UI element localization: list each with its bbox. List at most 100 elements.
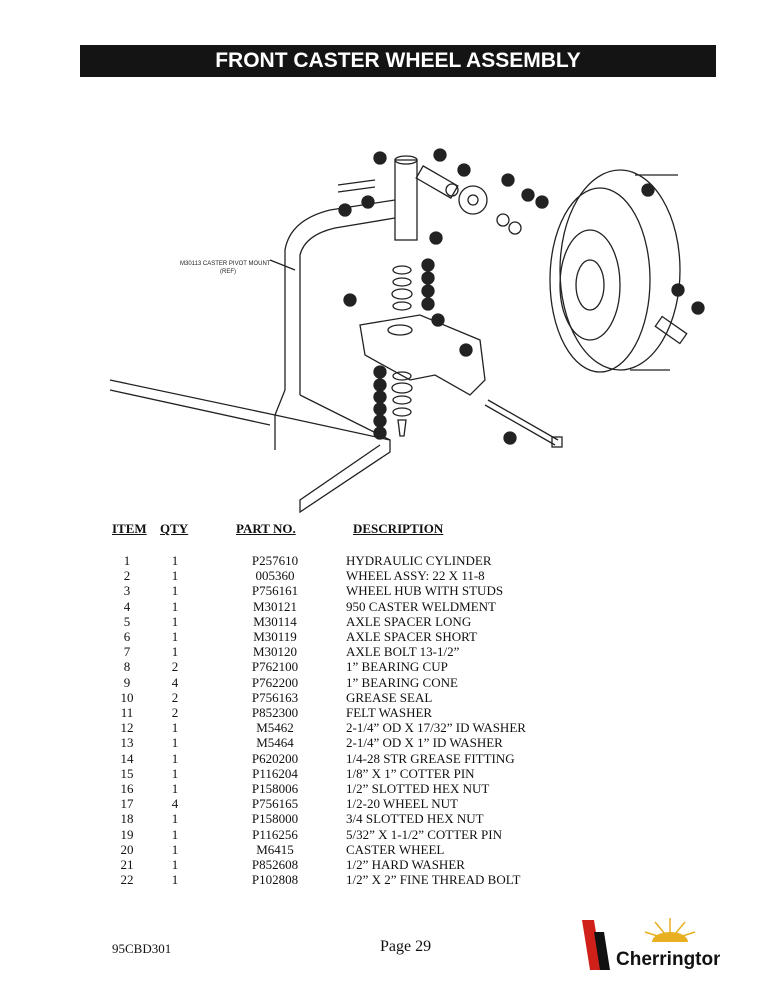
axle-spacer-short [654, 315, 688, 345]
item-number: 5 [123, 613, 131, 629]
description: AXLE BOLT 13-1/2” [346, 644, 460, 660]
item-number: 15 [120, 765, 134, 781]
item-number: 17 [120, 796, 134, 812]
quantity: 1 [171, 750, 179, 766]
description: 2-1/4” OD X 17/32” ID WASHER [346, 720, 526, 736]
description: 1/2” HARD WASHER [346, 857, 465, 872]
description: AXLE SPACER SHORT [346, 629, 477, 644]
part-number: M30114 [253, 613, 297, 629]
description: AXLE SPACER LONG [346, 613, 472, 629]
quantity: 2 [171, 705, 179, 720]
quantity: 1 [171, 872, 179, 888]
item-number: 10 [120, 689, 134, 705]
quantity: 1 [171, 553, 179, 568]
quantity: 1 [171, 826, 179, 842]
item-number: 6 [123, 629, 131, 644]
quantity: 1 [171, 568, 179, 584]
item-number: 1 [123, 553, 131, 568]
quantity: 1 [171, 735, 179, 751]
washer-stack [391, 265, 413, 437]
wheel-hub [458, 185, 488, 215]
svg-text:18: 18 [377, 419, 384, 425]
exploded-assembly-diagram: M30113 CASTER PIVOT MOUNT (REF) 1 5 13 3… [109, 148, 705, 514]
quantity: 2 [171, 689, 179, 705]
description: WHEEL HUB WITH STUDS [346, 583, 504, 599]
svg-text:12: 12 [377, 407, 384, 413]
svg-text:9: 9 [426, 302, 430, 308]
svg-text:11: 11 [377, 395, 384, 401]
svg-text:5: 5 [378, 370, 382, 376]
svg-text:20: 20 [342, 208, 349, 214]
quantity: 1 [171, 857, 179, 872]
part-number: P762100 [251, 659, 299, 675]
quantity: 1 [171, 841, 179, 857]
description: CASTER WHEEL [346, 841, 445, 857]
svg-text:12: 12 [425, 263, 432, 269]
header-qty: QTY [160, 521, 189, 536]
frame-arm [284, 199, 396, 395]
svg-text:15: 15 [377, 431, 384, 437]
description: 1/4-28 STR GREASE FITTING [346, 750, 515, 766]
ref-label: M30113 CASTER PIVOT MOUNT [180, 261, 271, 267]
item-number: 8 [123, 659, 131, 675]
svg-text:8: 8 [426, 289, 430, 295]
quantity: 1 [171, 644, 179, 660]
description: 950 CASTER WELDMENT [346, 598, 496, 614]
quantity: 1 [171, 765, 179, 781]
svg-text:21: 21 [365, 200, 372, 206]
axle-spacer [415, 165, 459, 199]
svg-text:5: 5 [438, 153, 442, 159]
quantity: 4 [171, 674, 179, 690]
part-number: P102808 [251, 872, 299, 888]
svg-text:9: 9 [378, 383, 382, 389]
part-number: P257610 [251, 553, 299, 568]
part-number: M30120 [252, 644, 298, 660]
quantity: 1 [171, 811, 179, 827]
svg-text:13: 13 [461, 168, 468, 174]
item-number: 4 [123, 598, 131, 614]
description: 1/8” X 1” COTTER PIN [346, 765, 475, 781]
item-number: 22 [120, 872, 134, 888]
part-number: P158006 [251, 781, 299, 796]
part-number: P852300 [251, 705, 299, 720]
svg-text:4: 4 [464, 348, 468, 354]
part-number: P762200 [251, 674, 299, 690]
svg-text:14: 14 [435, 318, 442, 324]
item-number: 9 [123, 674, 131, 690]
part-number: P756161 [251, 583, 299, 599]
item-number: 12 [120, 720, 134, 736]
part-number: M5464 [256, 735, 294, 751]
svg-text:19: 19 [347, 298, 354, 304]
page-title: FRONT CASTER WHEEL ASSEMBLY [80, 45, 716, 77]
description: 2-1/4” OD X 1” ID WASHER [346, 735, 503, 751]
part-number: P620200 [251, 750, 299, 766]
part-number: M30121 [252, 598, 298, 614]
pivot-post [394, 159, 418, 241]
svg-text:10: 10 [539, 200, 546, 206]
page-number: Page 29 [380, 938, 432, 955]
svg-text:17: 17 [675, 288, 682, 294]
header-item: ITEM [112, 521, 147, 536]
quantity: 1 [171, 781, 179, 796]
frame-rail [274, 414, 391, 514]
part-number: M5462 [256, 720, 294, 736]
